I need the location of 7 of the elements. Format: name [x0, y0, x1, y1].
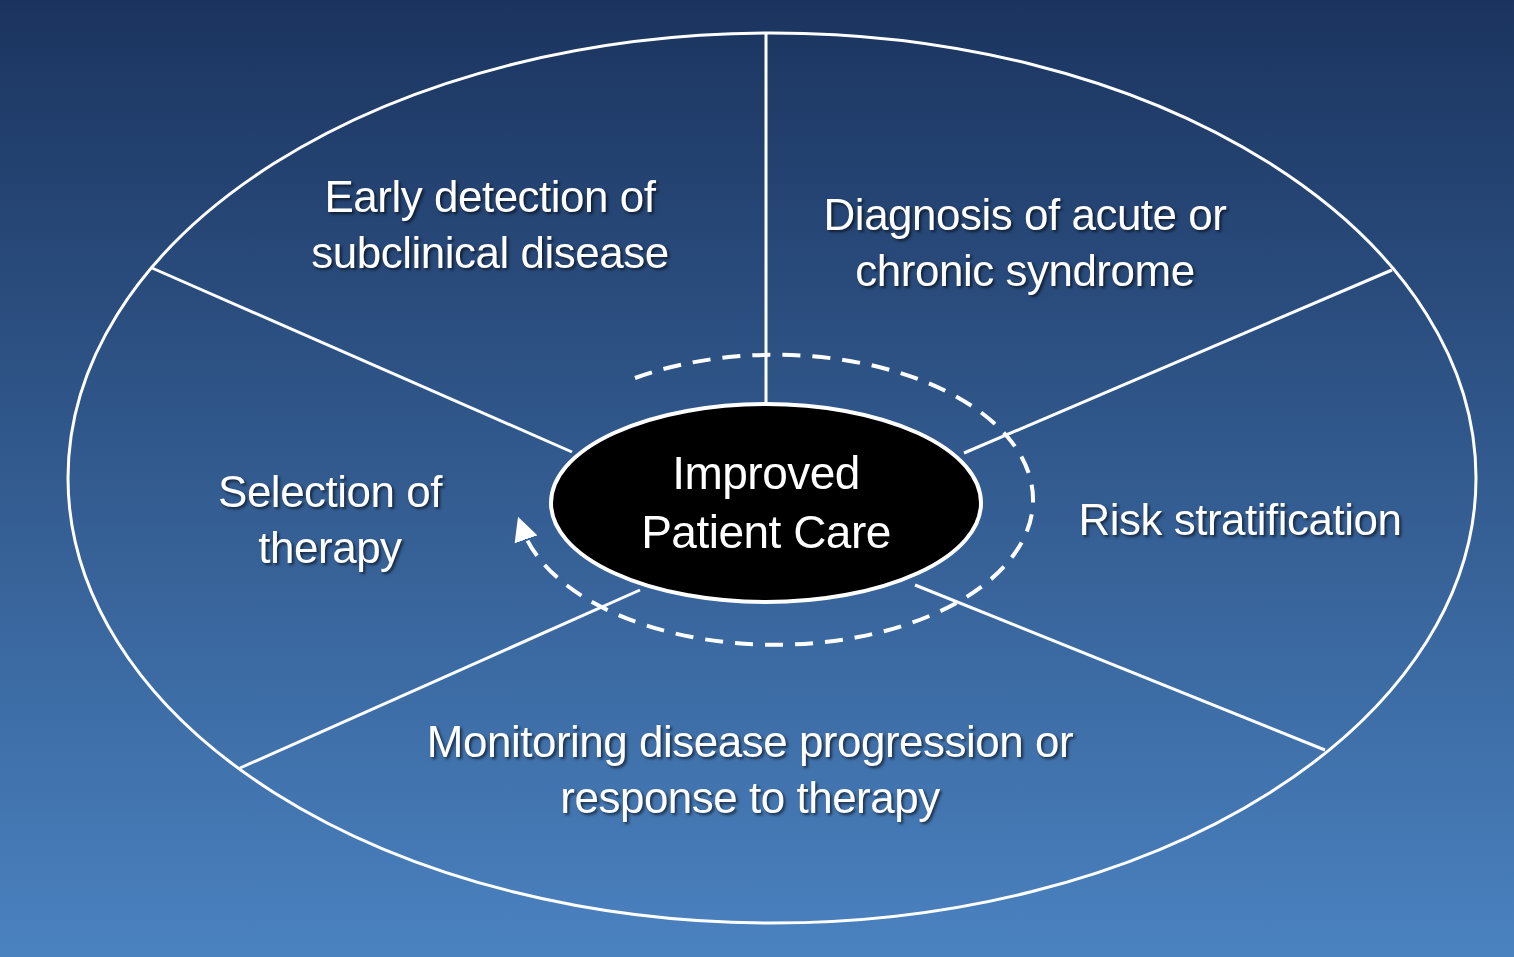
- segment-text: Selection of therapy: [180, 455, 480, 585]
- segment-text: Risk stratification: [1035, 485, 1445, 555]
- center-ellipse: [548, 401, 984, 605]
- segment-text: Early detection of subclinical disease: [260, 160, 720, 290]
- segment-text: Diagnosis of acute or chronic syndrome: [765, 178, 1285, 308]
- segment-text: Monitoring disease progression or response to therapy: [400, 705, 1100, 835]
- center-text: Improved Patient Care: [640, 446, 892, 560]
